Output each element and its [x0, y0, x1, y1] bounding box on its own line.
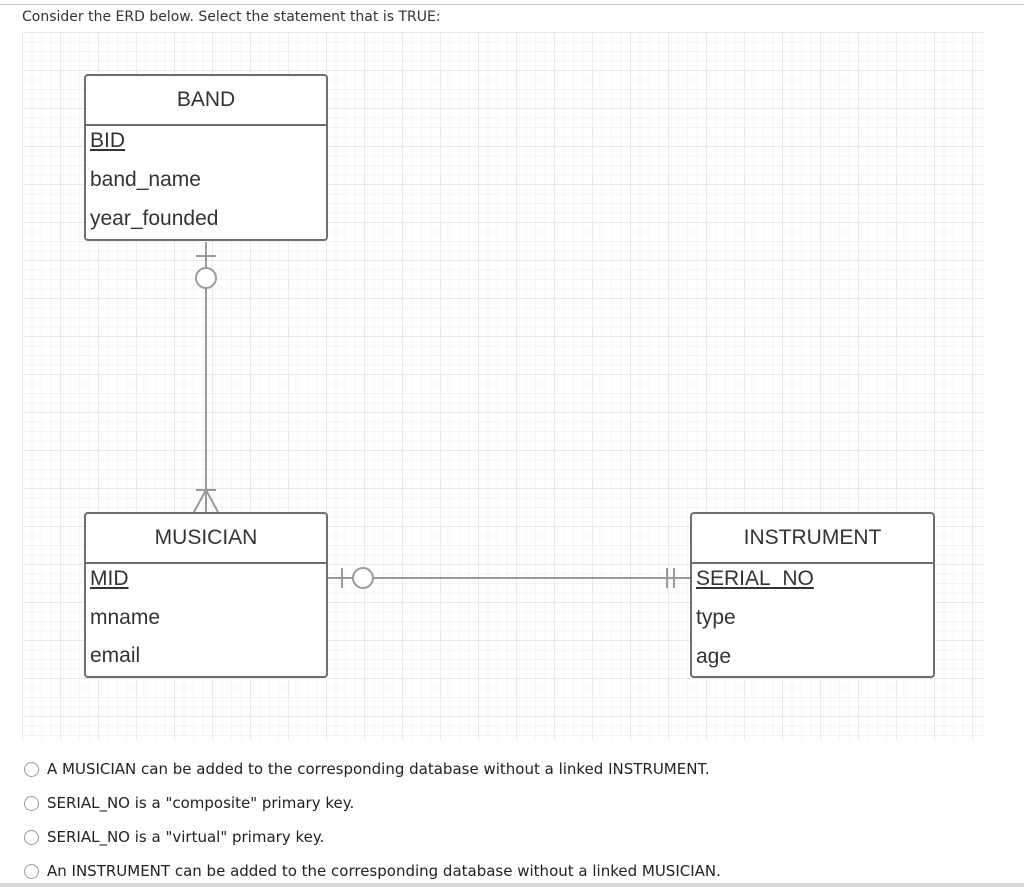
- entity-band: BAND BID band_name year_founded: [84, 74, 328, 241]
- band-zero-circle: [195, 267, 217, 289]
- attribute-primary-key: BID: [90, 129, 126, 152]
- entity-title: BAND: [86, 76, 326, 126]
- answer-option[interactable]: An INSTRUMENT can be added to the corres…: [24, 854, 721, 888]
- attribute: band_name: [90, 168, 201, 191]
- radio-button[interactable]: [24, 795, 39, 811]
- musician-crowfoot-right: [205, 489, 219, 513]
- answer-option[interactable]: SERIAL_NO is a "virtual" primary key.: [24, 820, 721, 854]
- entity-title: MUSICIAN: [86, 514, 326, 564]
- attribute: type: [696, 606, 736, 629]
- radio-button[interactable]: [24, 829, 39, 845]
- attribute: age: [696, 645, 732, 668]
- musician-side-circle: [352, 567, 374, 589]
- attribute-primary-key: MID: [90, 567, 129, 590]
- answer-option-label[interactable]: SERIAL_NO is a "virtual" primary key.: [47, 828, 325, 846]
- attribute: year_founded: [90, 207, 219, 230]
- entity-musician: MUSICIAN MID mname email: [84, 512, 328, 678]
- answer-option-label[interactable]: A MUSICIAN can be added to the correspon…: [47, 760, 710, 778]
- attribute: email: [90, 644, 141, 667]
- relationship-lines: [193, 242, 690, 589]
- answer-option[interactable]: A MUSICIAN can be added to the correspon…: [24, 752, 721, 786]
- attribute-primary-key: SERIAL_NO: [696, 567, 814, 590]
- question-text: Consider the ERD below. Select the state…: [22, 9, 441, 25]
- attribute: mname: [90, 606, 161, 629]
- top-divider: [0, 4, 1024, 5]
- radio-button[interactable]: [24, 761, 39, 777]
- radio-button[interactable]: [24, 863, 39, 879]
- answer-options: A MUSICIAN can be added to the correspon…: [24, 752, 721, 888]
- answer-option[interactable]: SERIAL_NO is a "composite" primary key.: [24, 786, 721, 820]
- entity-title: INSTRUMENT: [692, 514, 933, 564]
- bottom-divider: [0, 883, 1024, 887]
- answer-option-label[interactable]: SERIAL_NO is a "composite" primary key.: [47, 794, 355, 812]
- musician-crowfoot-left: [193, 489, 207, 513]
- answer-option-label[interactable]: An INSTRUMENT can be added to the corres…: [47, 862, 721, 880]
- entity-instrument: INSTRUMENT SERIAL_NO type age: [690, 512, 935, 678]
- erd-diagram: BAND BID band_name year_founded MUSICIAN…: [22, 32, 984, 740]
